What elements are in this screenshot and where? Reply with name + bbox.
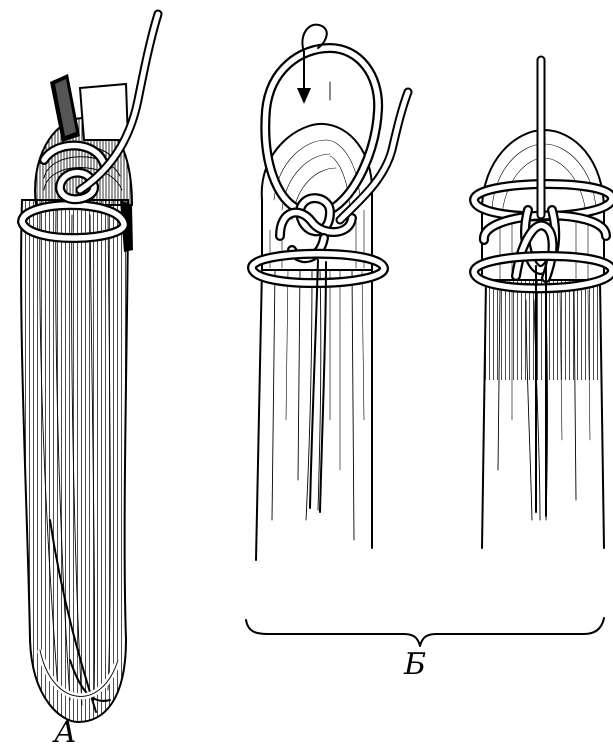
figure-b2-cord-bundle — [482, 280, 604, 548]
figure-b1-cord-bundle — [256, 268, 372, 560]
figure-b-label: Б — [404, 650, 426, 680]
rotation-arrow-icon — [297, 25, 330, 104]
figure-a — [21, 14, 158, 722]
figure-b-first-stage — [252, 25, 408, 560]
figure-b-final-stage — [474, 60, 612, 548]
figure-b-bracket — [246, 618, 604, 646]
figure-a-label: А — [54, 718, 77, 748]
figure-a-cord-bundle — [21, 200, 133, 722]
